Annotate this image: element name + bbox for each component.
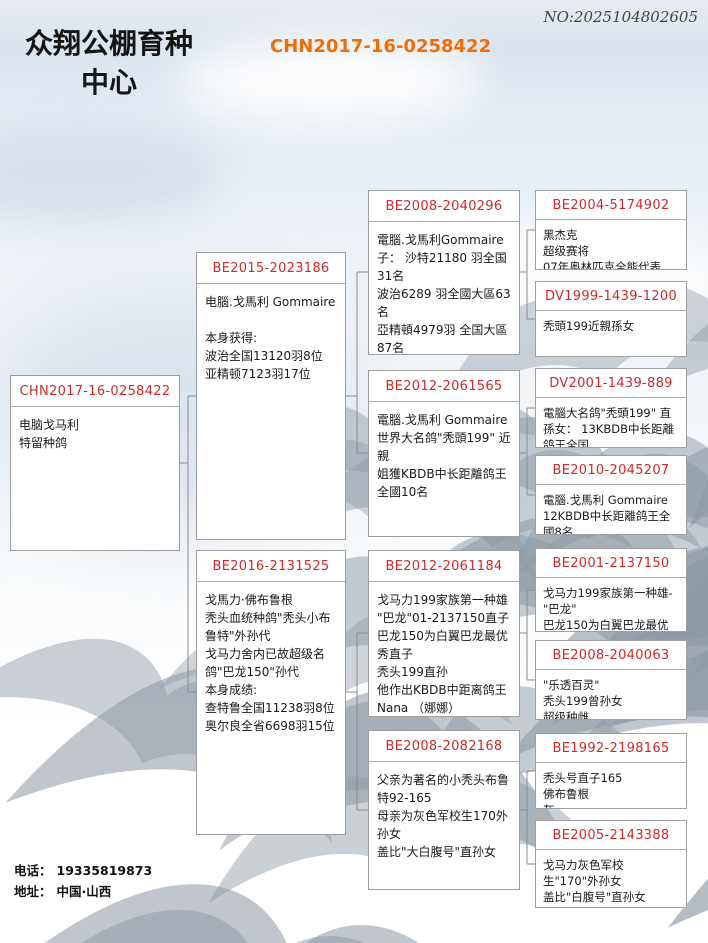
ring-number: BE2004-5174902	[536, 191, 686, 220]
pigeon-info: 电腦.戈馬利 Gommaire 本身获得: 波治全国13120羽8位 亚精顿71…	[205, 295, 336, 381]
pedigree-box-subject: CHN2017-16-0258422 电脑戈马利 特留种鸽	[10, 375, 180, 551]
pigeon-info: 電腦大名鸽"秃頭199" 直孫女： 13KBDB中长距離鸽王全国...	[543, 406, 674, 448]
phone-label: 电话：	[14, 863, 52, 878]
pedigree-box-dam: BE2016-2131525 戈馬力·佛布鲁根 秃头血统种鸽"秃头小布鲁特"外孙…	[196, 550, 346, 835]
ring-number: DV2001-1439-889	[536, 369, 686, 398]
pigeon-info: 秃头号直子165 佛布鲁根 灰...	[543, 771, 623, 808]
pedigree-box-grandparent: BE2012-2061184 戈马力199家族第一种雄 "巴龙"01-21371…	[368, 550, 520, 717]
cloud-decoration	[180, 36, 480, 126]
ring-number: BE2001-2137150	[536, 549, 686, 578]
connector-line	[520, 407, 535, 496]
center-title-line2: 中心	[80, 66, 137, 100]
phone-row: 电话： 19335819873	[14, 860, 152, 881]
ring-number: DV1999-1439-1200	[536, 282, 686, 311]
pedigree-box-grandparent: BE2008-2040296 電腦.戈馬利Gommaire 子： 沙特21180…	[368, 190, 520, 355]
contact-info: 电话： 19335819873 地址：中国·山西	[14, 860, 152, 903]
pigeon-info: 電腦.戈馬利 Gommaire 12KBDB中长距離鸽王全國8名...	[543, 493, 671, 535]
pedigree-box-grandparent: BE2012-2061565 電腦.戈馬利 Gommaire 世界大名鸽"秃頭1…	[368, 370, 520, 537]
address-row: 地址：中国·山西	[14, 881, 152, 902]
pedigree-box-greatgrandparent: BE2004-5174902 黑杰克 超级赛将 07年奥林匹克全能代表鸽...	[535, 190, 687, 270]
pedigree-box-greatgrandparent: DV1999-1439-1200 秃頭199近親孫女	[535, 281, 687, 357]
pigeon-info: 黑杰克 超级赛将 07年奥林匹克全能代表鸽...	[543, 228, 662, 270]
pigeon-info: 戈马力灰色军校生"170"外孙女 盖比"白腹号"直孙女	[543, 858, 646, 905]
pigeon-info: 戈馬力·佛布鲁根 秃头血统种鸽"秃头小布鲁特"外孙代 戈马力舍内已故超级名鸽"巴…	[205, 593, 335, 733]
pigeon-info: "乐透百灵" 秃头199曾孙女 超级种雌...	[543, 678, 623, 720]
pedigree-box-greatgrandparent: BE2010-2045207 電腦.戈馬利 Gommaire 12KBDB中长距…	[535, 455, 687, 535]
pigeon-info: 父亲为著名的小秃头布鲁特92-165 母亲为灰色军校生170外孙女 盖比"大白腹…	[377, 773, 510, 859]
connector-line	[520, 589, 535, 681]
address-value: 中国·山西	[56, 884, 112, 900]
ring-number: BE1992-2198165	[536, 734, 686, 763]
ring-number: BE2016-2131525	[197, 551, 345, 582]
pigeon-info: 秃頭199近親孫女	[543, 319, 634, 333]
center-title-line1: 众翔公棚育种	[24, 27, 193, 60]
pigeon-info: 電腦.戈馬利Gommaire 子： 沙特21180 羽全国31名 波治6289 …	[377, 233, 511, 355]
ring-number: BE2010-2045207	[536, 456, 686, 485]
pedigree-box-greatgrandparent: BE2005-2143388 戈马力灰色军校生"170"外孙女 盖比"白腹号"直…	[535, 820, 687, 908]
ring-number: BE2015-2023186	[197, 253, 345, 284]
ring-number: BE2005-2143388	[536, 821, 686, 850]
connector-line	[346, 271, 368, 454]
pigeon-info: 電腦.戈馬利 Gommaire 世界大名鸽"秃頭199" 近親 姐獲KBDB中长…	[377, 413, 511, 499]
main-ring-number: CHN2017-16-0258422	[270, 36, 492, 57]
ring-number: BE2008-2082168	[369, 731, 519, 762]
pigeon-info: 戈马力199家族第一种雄-"巴龙" 巴龙150为白翼巴龙最优秀...	[543, 586, 673, 632]
address-label: 地址：	[14, 884, 52, 900]
connector-line	[346, 632, 368, 811]
pedigree-box-greatgrandparent: BE2008-2040063 "乐透百灵" 秃头199曾孙女 超级种雌...	[535, 640, 687, 720]
ring-number: BE2012-2061565	[369, 371, 519, 402]
center-title: 众翔公棚育种 中心	[10, 24, 208, 102]
ring-number: BE2012-2061184	[369, 551, 519, 582]
pigeon-info: 戈马力199家族第一种雄 "巴龙"01-2137150直子 巴龙150为白翼巴龙…	[377, 593, 510, 715]
connector-line	[180, 395, 196, 693]
cloud-decoration	[0, 130, 220, 220]
pedigree-box-grandparent: BE2008-2082168 父亲为著名的小秃头布鲁特92-165 母亲为灰色军…	[368, 730, 520, 890]
pedigree-box-greatgrandparent: BE1992-2198165 秃头号直子165 佛布鲁根 灰...	[535, 733, 687, 809]
connector-line	[520, 229, 535, 320]
ring-number: BE2008-2040296	[369, 191, 519, 222]
ring-number: CHN2017-16-0258422	[11, 376, 179, 407]
connector-line	[520, 770, 535, 865]
pedigree-box-sire: BE2015-2023186 电腦.戈馬利 Gommaire 本身获得: 波治全…	[196, 252, 346, 540]
certificate-number: NO:2025104802605	[543, 8, 698, 26]
pigeon-info: 电脑戈马利 特留种鸽	[19, 418, 80, 450]
ring-number: BE2008-2040063	[536, 641, 686, 670]
pedigree-box-greatgrandparent: DV2001-1439-889 電腦大名鸽"秃頭199" 直孫女： 13KBDB…	[535, 368, 687, 448]
pedigree-box-greatgrandparent: BE2001-2137150 戈马力199家族第一种雄-"巴龙" 巴龙150为白…	[535, 548, 687, 632]
phone-number: 19335819873	[56, 863, 153, 878]
